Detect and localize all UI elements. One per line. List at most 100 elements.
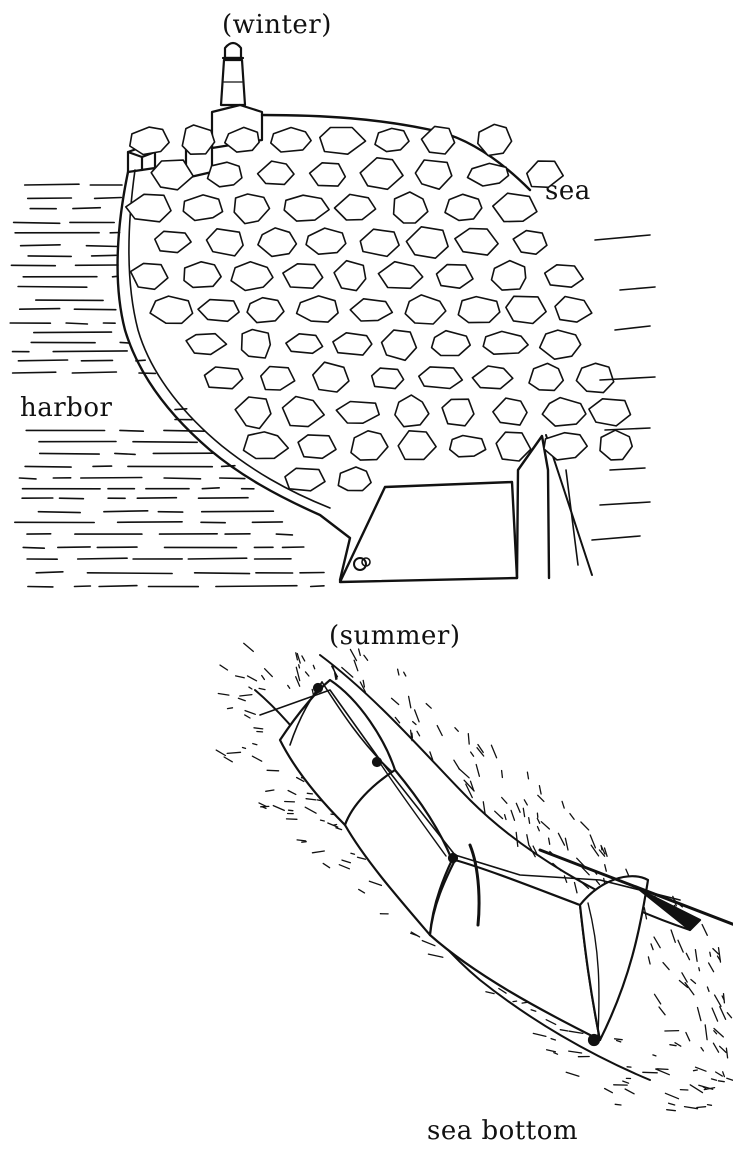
harbor-water-line xyxy=(118,522,183,523)
stone xyxy=(183,195,222,221)
stone xyxy=(258,161,294,184)
stone xyxy=(298,435,336,458)
sea-bottom-mark xyxy=(720,1046,726,1052)
sea-bottom-mark xyxy=(533,1033,546,1036)
sea-bottom-mark xyxy=(238,698,245,700)
sea-bottom-mark xyxy=(426,704,431,709)
sea-bottom-mark xyxy=(694,1070,698,1071)
sea-bottom-mark xyxy=(670,1045,676,1046)
sea-bottom-mark xyxy=(415,710,420,722)
sea-bottom-mark xyxy=(720,1007,726,1020)
harbor-water-line xyxy=(74,309,115,310)
sea-bottom-mark xyxy=(437,726,442,736)
sea-bottom-mark xyxy=(605,1089,613,1093)
harbor-water-line xyxy=(78,558,127,559)
stone xyxy=(244,432,289,459)
sea-bottom-mark xyxy=(468,734,469,744)
sea-bottom-mark xyxy=(409,696,411,707)
stone xyxy=(205,367,243,389)
sea-bottom-mark xyxy=(428,954,442,957)
sea-bottom-mark xyxy=(299,665,300,668)
stone xyxy=(286,334,323,354)
sea-bottom-mark xyxy=(392,698,399,704)
stone xyxy=(271,128,311,153)
stone xyxy=(468,163,509,186)
sea-bottom-mark xyxy=(697,1107,706,1108)
sea-bottom-mark xyxy=(560,1030,568,1031)
stone xyxy=(394,192,428,223)
sea-bottom-mark xyxy=(471,752,474,756)
stone xyxy=(351,431,388,460)
stone xyxy=(445,194,482,220)
harbor-water-line xyxy=(25,184,79,185)
harbor-water-line xyxy=(86,246,118,247)
stone xyxy=(234,194,269,224)
sea-bottom-mark xyxy=(655,994,661,1004)
sea-bottom-mark xyxy=(678,940,683,952)
harbor-water-line xyxy=(53,351,127,352)
sea-bottom-mark xyxy=(417,731,420,736)
sea-bottom-mark xyxy=(289,810,293,811)
stone xyxy=(375,128,409,151)
sea-bottom-mark xyxy=(220,665,228,670)
sea-bottom-mark xyxy=(615,1039,623,1040)
sea-bottom-mark xyxy=(570,814,574,820)
sea-bottom-mark xyxy=(502,771,503,778)
stone xyxy=(310,163,346,186)
sea-bottom-mark xyxy=(531,1010,536,1011)
sea-bottom-mark xyxy=(297,840,306,841)
stone xyxy=(208,162,242,187)
harbor-water-line xyxy=(18,287,87,288)
sea-bottom-mark xyxy=(248,676,257,681)
sea-bottom-mark xyxy=(615,1104,621,1105)
sea-bottom-mark xyxy=(671,930,675,942)
sea-bottom-mark xyxy=(708,1105,712,1106)
sea-bottom-mark xyxy=(566,1072,579,1076)
sea-bottom-mark xyxy=(351,853,355,854)
stone xyxy=(313,362,349,392)
sea-bottom-mark xyxy=(398,669,399,675)
lighthouse-icon xyxy=(128,43,262,178)
stone xyxy=(529,363,563,390)
sea-bottom-mark xyxy=(562,801,564,808)
stone xyxy=(333,333,372,355)
stone xyxy=(335,194,376,220)
stone xyxy=(378,262,422,289)
harbor-water-line xyxy=(133,442,197,443)
sea-bottom-mark xyxy=(605,848,608,856)
harbor-water-line xyxy=(216,586,297,587)
sea-bottom-mark xyxy=(651,944,653,950)
sea-bottom-mark xyxy=(302,656,305,661)
stone xyxy=(130,127,169,154)
sea-bottom-mark xyxy=(524,800,527,805)
sea-bottom-mark xyxy=(523,808,524,816)
harbor-water-line xyxy=(199,498,249,499)
sea-bottom-mark xyxy=(459,769,469,778)
sea-bottom-mark xyxy=(685,983,694,995)
stone xyxy=(492,261,526,291)
sea-bottom-mark xyxy=(686,953,689,959)
sea-bottom-mark xyxy=(715,995,721,1006)
sea-bottom-mark xyxy=(654,937,660,948)
sea-bottom-mark xyxy=(554,1053,558,1055)
sea-bottom-mark xyxy=(476,765,479,777)
sea-bottom-mark xyxy=(334,825,337,826)
harbor-water-line xyxy=(21,245,61,246)
sea-bottom-mark xyxy=(727,1078,733,1081)
harbor-water-line xyxy=(13,372,56,373)
stone xyxy=(432,331,471,356)
sea-bottom-mark xyxy=(529,818,530,824)
stone xyxy=(320,128,366,155)
sea-bottom-mark xyxy=(546,1020,556,1025)
harbor-water-line xyxy=(81,478,142,479)
stone xyxy=(398,431,436,460)
sea-bottom-mark xyxy=(313,665,314,669)
stone xyxy=(422,126,455,154)
stone xyxy=(285,468,325,491)
sea-bottom-mark xyxy=(336,828,342,830)
harbor-water-line xyxy=(220,478,245,479)
sea-bottom-mark xyxy=(252,756,261,761)
harbor-water-line xyxy=(34,332,112,333)
sea-bottom-mark xyxy=(564,876,566,882)
